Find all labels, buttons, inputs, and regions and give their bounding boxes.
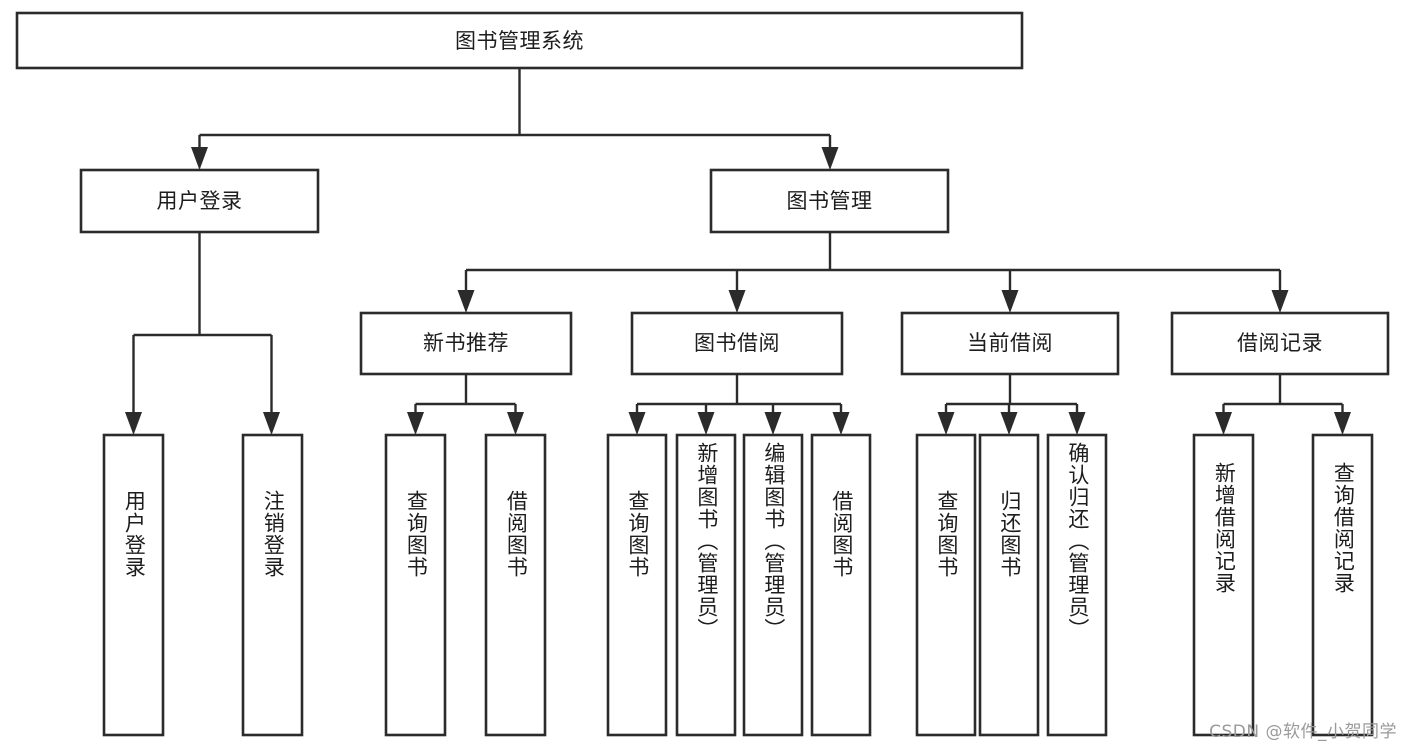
arrow-head-leaf-query-record [1334,412,1351,435]
node-box-borrow-record[interactable] [1170,311,1390,376]
leaf-box-confirm-return-admin[interactable] [1046,433,1108,737]
arrow-head-book-borrow [728,290,746,313]
arrow-head-leaf-logout [263,412,280,435]
arrow-head-leaf-add-book [697,412,715,435]
node-label-borrow-record: 借阅记录 [1237,331,1323,355]
node-box-user-login[interactable] [79,168,320,234]
leaf-box-logout[interactable] [241,433,304,737]
arrow-head-borrow-record [1271,290,1289,313]
arrow-head-leaf-user-login [125,412,142,435]
node-label-new-book-recommend: 新书推荐 [423,331,509,355]
leaf-box-borrow-book[interactable] [810,433,872,737]
leaf-box-query-book-newrec[interactable] [384,433,447,737]
arrow-head-book-mgmt [821,147,839,170]
arrow-head-leaf-borrow-book-2 [832,412,850,435]
node-label-book-borrow: 图书借阅 [694,331,780,355]
leaf-box-query-book-borrow[interactable] [606,433,668,737]
leaf-box-add-borrow-record[interactable] [1192,433,1255,737]
node-box-current-borrow[interactable] [900,311,1120,376]
leaf-box-borrow-book-newrec[interactable] [484,433,547,737]
arrow-head-leaf-borrow-book-1 [507,412,524,435]
node-box-book-management[interactable] [709,168,950,234]
arrow-head-leaf-add-record [1215,412,1232,435]
node-label-book-management: 图书管理 [787,189,873,213]
connectors-group [125,68,1351,435]
node-box-root[interactable] [15,11,1024,70]
arrow-head-leaf-confirm-return [1068,412,1086,435]
leaf-box-query-borrow-record[interactable] [1311,433,1374,737]
node-boxes-group: 图书管理系统 用户登录 图书管理 新书推荐 图书借阅 当前借阅 借阅记录 [15,11,1390,737]
arrow-head-user-login [191,147,208,170]
node-label-root: 图书管理系统 [455,29,584,53]
arrow-head-leaf-query-book-2 [628,412,646,435]
leaf-box-add-book-admin[interactable] [675,433,737,737]
arrow-head-leaf-return-book [1000,412,1018,435]
leaf-box-user-login[interactable] [102,433,165,737]
watermark-text: CSDN @软件_小贺同学 [1209,722,1397,742]
node-box-book-borrow[interactable] [630,311,844,376]
arrow-head-leaf-query-book-3 [937,412,955,435]
leaf-box-return-book[interactable] [978,433,1040,737]
arrow-head-leaf-query-book-1 [407,412,424,435]
node-label-user-login: 用户登录 [157,189,243,213]
leaf-box-edit-book-admin[interactable] [742,433,804,737]
arrow-head-current-borrow [1001,290,1019,313]
node-box-new-book-recommend[interactable] [359,311,573,376]
node-label-current-borrow: 当前借阅 [967,331,1053,355]
arrow-head-new-book-rec [457,290,475,313]
leaf-box-query-book-current[interactable] [915,433,977,737]
arrow-head-leaf-edit-book [764,412,782,435]
